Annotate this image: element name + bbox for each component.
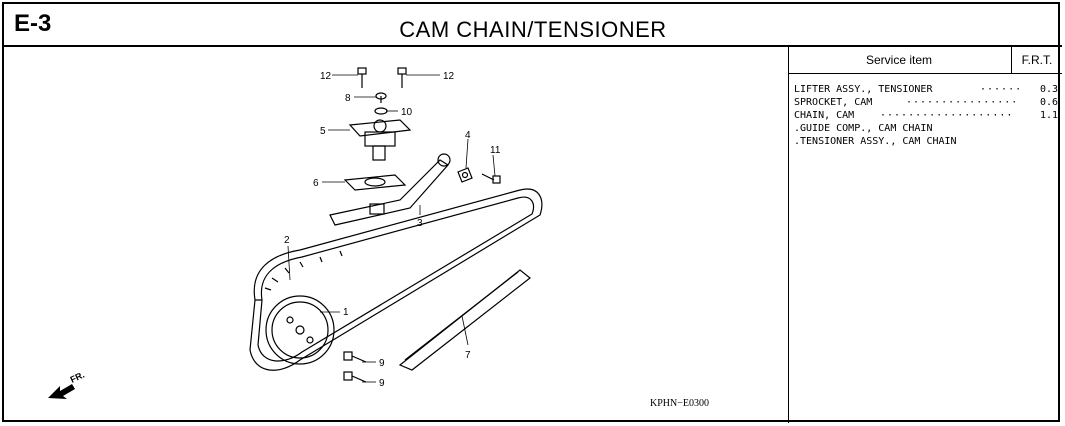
bolt-12-right (397, 67, 407, 88)
leader-dots: ················ (906, 97, 1019, 108)
service-row: .GUIDE COMP., CAM CHAIN (794, 122, 1058, 135)
bolt-9-lower (343, 371, 367, 383)
panel-divider (788, 47, 789, 423)
frt-header: F.R.T. (1021, 53, 1053, 67)
callout-6: 6 (313, 178, 319, 189)
bolt-12-left (357, 67, 367, 88)
callout-8: 8 (345, 93, 351, 104)
service-row: .TENSIONER ASSY., CAM CHAIN (794, 135, 1058, 148)
service-frt: 0.6 (1039, 97, 1058, 108)
service-table-header: Service item F.R.T. (789, 47, 1062, 74)
page-title: CAM CHAIN/TENSIONER (399, 17, 667, 42)
leader-dots: ··················· (880, 110, 1014, 121)
title-divider (4, 45, 1062, 47)
service-name: SPROCKET, CAM (794, 97, 873, 108)
header-column-divider (1011, 47, 1012, 73)
callout-7: 7 (465, 350, 471, 361)
cam-chain (249, 188, 543, 371)
screw-8 (375, 92, 387, 103)
leader-dots: ······ (980, 84, 1023, 95)
service-name: .TENSIONER ASSY., CAM CHAIN (794, 136, 957, 147)
callout-11: 11 (490, 145, 501, 156)
callout-1: 1 (343, 307, 349, 318)
callout-3: 3 (417, 218, 423, 229)
figure-code: KPHN−E0300 (650, 398, 709, 409)
section-code: E-3 (14, 10, 52, 37)
washer-10 (374, 107, 388, 115)
lifter-gasket (343, 174, 407, 191)
callout-12-right: 12 (443, 71, 455, 82)
service-list: LIFTER ASSY., TENSIONER ······ 0.3 SPROC… (794, 83, 1058, 148)
front-arrow-icon: FR. (48, 370, 86, 399)
callout-12-left: 12 (320, 71, 332, 82)
service-row: LIFTER ASSY., TENSIONER ······ 0.3 (794, 83, 1058, 96)
chain-guide (398, 269, 531, 371)
pivot-bolt-4 (457, 167, 473, 183)
front-label: FR. (69, 370, 86, 385)
service-name: LIFTER ASSY., TENSIONER (794, 84, 933, 95)
callouts: 12 12 8 10 5 4 11 6 3 2 1 7 9 9 (284, 71, 501, 389)
service-name: CHAIN, CAM (794, 110, 855, 121)
bolt-9-upper (343, 351, 367, 363)
cam-sprocket (265, 295, 335, 365)
callout-2: 2 (284, 235, 290, 246)
service-frt: 0.3 (1039, 84, 1058, 95)
service-item-header: Service item (865, 53, 933, 67)
leader-lines (287, 74, 496, 383)
tensioner-lifter (348, 119, 412, 161)
service-row: SPROCKET, CAM ················ 0.6 (794, 96, 1058, 109)
callout-9-lower: 9 (379, 378, 385, 389)
callout-4: 4 (465, 130, 471, 141)
service-name: .GUIDE COMP., CAM CHAIN (794, 123, 933, 134)
callout-5: 5 (320, 126, 326, 137)
tensioner-arm (329, 153, 451, 226)
service-frt: 1.1 (1039, 110, 1058, 121)
callout-9-upper: 9 (379, 358, 385, 369)
callout-10: 10 (401, 107, 413, 118)
service-row: CHAIN, CAM ··················· 1.1 (794, 109, 1058, 122)
bolt-11 (481, 173, 501, 184)
